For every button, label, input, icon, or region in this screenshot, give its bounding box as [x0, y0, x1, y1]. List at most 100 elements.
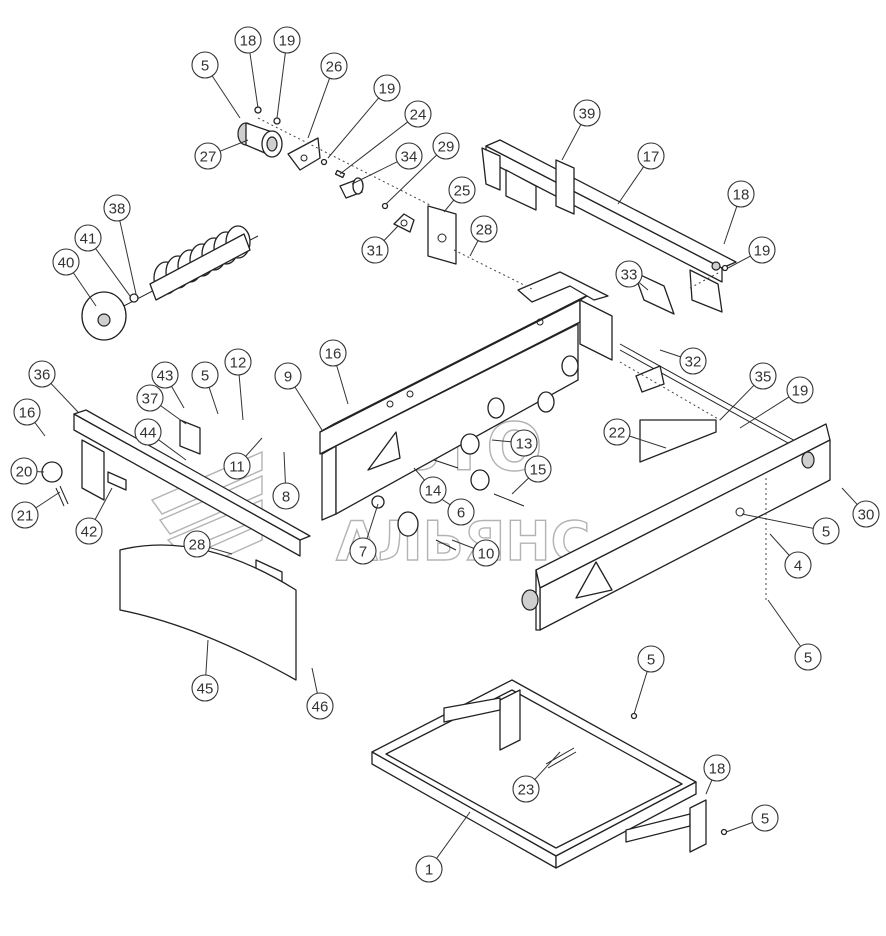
callout-leader-line: [50, 383, 79, 413]
callout-circle: [224, 348, 252, 376]
callout-4: 4: [784, 551, 812, 579]
callout-leader-line: [35, 491, 61, 509]
callout-leader-line: [638, 281, 649, 291]
callout-circle: [10, 457, 38, 485]
callout-circle: [306, 692, 334, 720]
callout-leader-line: [767, 599, 801, 647]
callout-number: 19: [379, 81, 396, 98]
callout-number: 5: [804, 650, 812, 667]
callout-number: 28: [189, 537, 206, 554]
callout-leader-line: [534, 751, 561, 780]
callout-circle: [28, 360, 56, 388]
callout-number: 25: [454, 183, 471, 200]
callout-14: 14: [419, 476, 447, 504]
callout-circle: [679, 347, 707, 375]
callout-leader-line: [276, 52, 286, 119]
callout-31: 31: [361, 236, 389, 264]
callout-number: 20: [16, 464, 33, 481]
callout-21: 21: [11, 501, 39, 529]
callout-circle: [75, 517, 103, 545]
callout-leader-line: [741, 513, 814, 529]
callout-circle: [573, 99, 601, 127]
callout-circle: [432, 132, 460, 160]
callout-leader-line: [249, 52, 259, 109]
callout-26: 26: [320, 52, 348, 80]
callout-24: 24: [404, 100, 432, 128]
callout-leader-line: [160, 405, 187, 425]
callout-5: 5: [751, 804, 779, 832]
callout-leader-line: [219, 139, 249, 152]
callout-number: 5: [201, 368, 209, 385]
callout-circle: [274, 362, 302, 390]
callout-leader-line: [561, 124, 582, 161]
callout-leader-line: [723, 206, 738, 245]
callout-5: 5: [637, 645, 665, 673]
callout-19: 19: [748, 236, 776, 264]
callout-circle: [191, 674, 219, 702]
callout-circle: [183, 530, 211, 558]
callout-19: 19: [273, 26, 301, 54]
callout-leader-line: [469, 240, 479, 257]
callout-number: 24: [410, 107, 427, 124]
callout-9: 9: [274, 362, 302, 390]
callout-27: 27: [194, 142, 222, 170]
callout-leader-line: [443, 199, 455, 213]
callout-circle: [223, 452, 251, 480]
callout-46: 46: [306, 692, 334, 720]
callout-leader-line: [72, 272, 97, 307]
callout-leader-line: [245, 437, 263, 457]
callout-number: 1: [425, 862, 433, 879]
callout-leader-line: [211, 75, 241, 119]
callout-number: 6: [457, 505, 465, 522]
callout-18: 18: [234, 26, 262, 54]
callout-leader-line: [158, 439, 187, 461]
callout-leader-line: [383, 225, 399, 241]
bottom-frame: [371, 679, 728, 869]
callout-circle: [319, 339, 347, 367]
callout-number: 42: [81, 524, 98, 541]
callout-16: 16: [13, 398, 41, 426]
callout-number: 13: [516, 436, 533, 453]
callout-number: 19: [754, 243, 771, 260]
callout-leader-line: [238, 374, 244, 421]
callout-5: 5: [812, 517, 840, 545]
callout-number: 33: [621, 267, 638, 284]
callout-number: 9: [284, 369, 292, 386]
callout-circle: [603, 418, 631, 446]
callout-leader-line: [413, 467, 425, 481]
callout-28: 28: [470, 215, 498, 243]
callout-10: 10: [472, 539, 500, 567]
callout-leader-line: [385, 154, 438, 205]
callout-leader-line: [511, 477, 529, 495]
callout-number: 35: [755, 369, 772, 386]
callout-circle: [234, 26, 262, 54]
callout-34: 34: [395, 142, 423, 170]
callout-circle: [191, 51, 219, 79]
callout-circle: [748, 236, 776, 264]
callout-leader-line: [208, 387, 219, 415]
callout-20: 20: [10, 457, 38, 485]
callout-leader-line: [769, 533, 790, 556]
callout-19: 19: [786, 376, 814, 404]
callout-circle: [637, 142, 665, 170]
callout-18: 18: [703, 754, 731, 782]
callout-number: 31: [367, 243, 384, 260]
callout-leader-line: [633, 671, 648, 715]
callout-25: 25: [448, 176, 476, 204]
callout-44: 44: [134, 418, 162, 446]
callout-leader-line: [739, 396, 790, 429]
callout-32: 32: [679, 347, 707, 375]
callout-circle: [320, 52, 348, 80]
callout-number: 12: [230, 355, 247, 372]
main-frame-rail: [319, 271, 613, 521]
callout-leader-line: [95, 248, 131, 297]
drive-motor-assembly: [237, 106, 457, 265]
callout-number: 37: [142, 391, 159, 408]
callout-19: 19: [373, 74, 401, 102]
assembly-dotted-lines: [453, 249, 767, 600]
callout-leader-line: [311, 667, 318, 694]
callout-number: 10: [478, 546, 495, 563]
callout-leader-line: [205, 639, 209, 676]
callout-leader-line: [307, 78, 331, 139]
